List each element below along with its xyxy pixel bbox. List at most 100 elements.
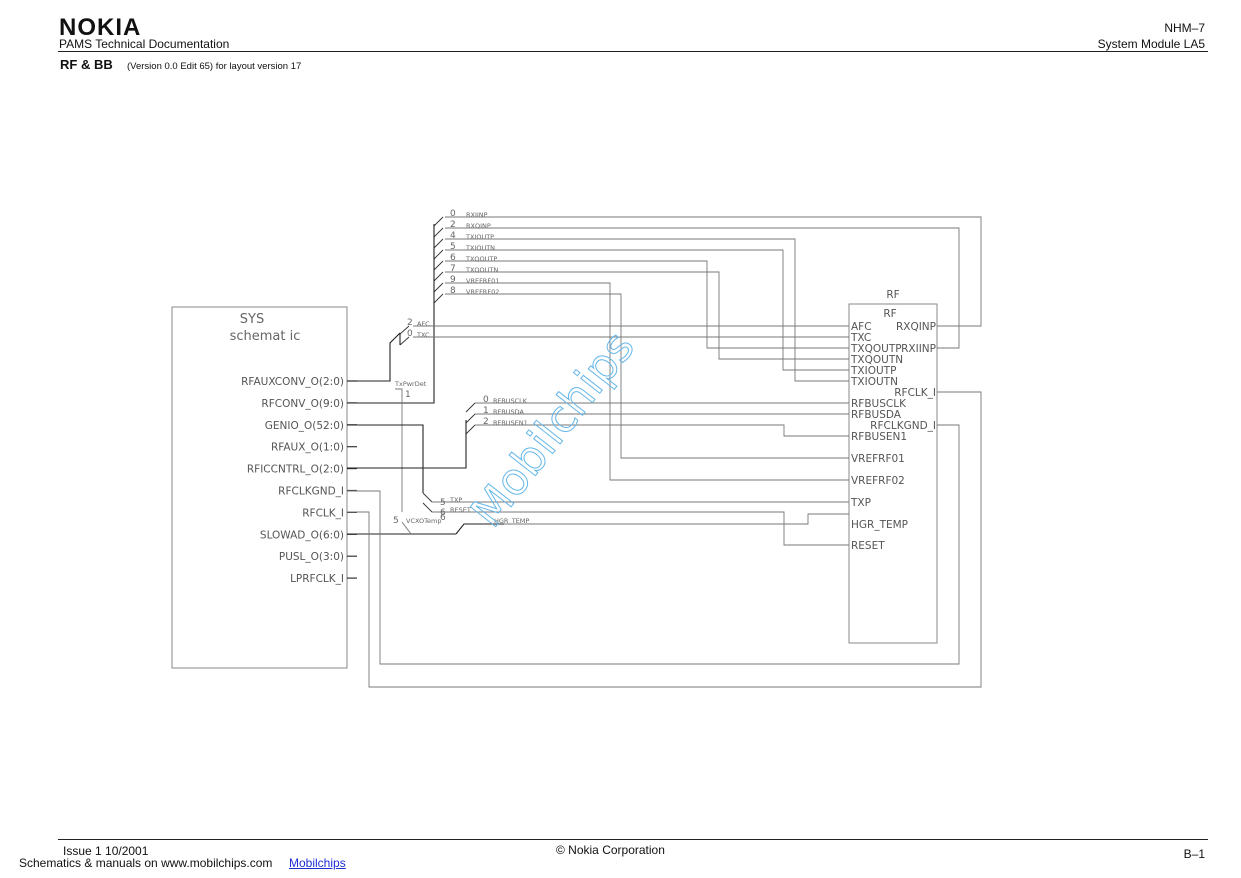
rficcntrl-bus <box>347 420 467 469</box>
sys-port-label: GENIO_O(52:0) <box>265 420 344 432</box>
sys-ports: RFAUXCONV_O(2:0) RFCONV_O(9:0) GENIO_O(52:… <box>241 376 357 585</box>
bus-signal: TXC <box>416 331 430 339</box>
bus-index: 2 <box>450 220 456 230</box>
rfconv-bus <box>347 224 435 404</box>
bus-signal: RFBUSCLK <box>493 397 528 405</box>
bus-signal: RFBUSEN1 <box>493 419 528 427</box>
bus-index: 7 <box>450 264 456 274</box>
bus-index: 1 <box>483 406 489 416</box>
model-number: NHM–7 <box>1164 21 1205 35</box>
txpwrdet-wire <box>395 388 403 512</box>
bus-signal: VREFRF01 <box>466 277 499 285</box>
rf-port-left: TXQOUTP <box>850 343 902 355</box>
bus-tap <box>433 282 444 293</box>
bus-tap <box>465 413 476 424</box>
bus-tap <box>433 260 444 271</box>
rf-port-left: VREFRF01 <box>851 453 905 465</box>
bus-index: 4 <box>450 231 456 241</box>
sys-port-label: RFAUX_O(1:0) <box>271 442 344 454</box>
sys-subtitle: schemat ic <box>230 329 301 344</box>
rf-inner-label: RF <box>883 308 896 320</box>
promo-link[interactable]: Mobilchips <box>289 856 346 870</box>
module-name: System Module LA5 <box>1097 37 1205 51</box>
bus-tap <box>433 293 444 304</box>
bus-index: 9 <box>450 275 456 285</box>
vcxo-label: VCXOTemp <box>406 517 441 525</box>
bus-index: 5 <box>440 498 446 508</box>
hgr-label: HGR_TEMP <box>494 517 529 525</box>
rf-port-right: RFCLK_I <box>894 387 936 399</box>
bus-index: 8 <box>450 286 456 296</box>
sys-title: SYS <box>240 312 264 327</box>
hgr-wire <box>504 513 849 525</box>
doc-subtitle: PAMS Technical Documentation <box>59 37 230 51</box>
rf-port-right: RXQINP <box>896 321 936 333</box>
issue-date: Issue 1 10/2001 <box>63 844 149 858</box>
bus-tap <box>433 271 444 282</box>
bus-index: 0 <box>483 395 489 405</box>
bus-index: 6 <box>450 253 456 263</box>
bus-index: 2 <box>407 318 413 328</box>
rf-port-left: TXIOUTN <box>850 376 898 388</box>
rf-port-left: TXP <box>850 497 871 509</box>
rfauxconv-bus <box>347 332 401 382</box>
rf-port-right: RFCLKGND_I <box>870 420 936 432</box>
bus-signal: AFC <box>417 320 430 328</box>
copyright: © Nokia Corporation <box>556 843 665 857</box>
sys-port-label: RFCLKGND_I <box>278 486 344 498</box>
vcxo-num: 5 <box>393 516 399 526</box>
reset-wire <box>432 511 849 546</box>
watermark: Mobilchips <box>461 322 644 537</box>
bus-tap <box>465 402 476 413</box>
promo-text: Schematics & manuals on www.mobilchips.c… <box>19 856 273 870</box>
bus-signal: TXIOUTP <box>465 233 494 241</box>
bus-index: 0 <box>450 209 456 219</box>
page-number: B–1 <box>1183 847 1205 861</box>
hgr-bus <box>455 523 504 535</box>
rfclk-wire <box>347 391 982 688</box>
vcxo-wire <box>401 521 412 535</box>
bus-tap <box>465 424 476 435</box>
bus-tap <box>422 492 433 503</box>
rfbusen1-wire <box>475 424 849 437</box>
sys-port-label: PUSL_O(3:0) <box>279 551 344 563</box>
rf-port-left: TXC <box>850 332 871 344</box>
bus-index: 6 <box>440 508 446 518</box>
rf-right-ports: RXQINP RXIINP RFCLK_I RFCLKGND_I <box>870 321 936 432</box>
bus-tap <box>433 238 444 249</box>
bus-tap <box>433 249 444 260</box>
rf-port-left: RESET <box>851 540 885 552</box>
rf-port-left: HGR_TEMP <box>851 519 908 531</box>
bus-signal: RFBUSDA <box>493 408 524 416</box>
sys-port-label: RFAUXCONV_O(2:0) <box>241 376 344 388</box>
rf-port-left: AFC <box>851 321 872 333</box>
top-bus-wires <box>445 216 982 481</box>
bus-signal: RXQINP <box>466 222 491 230</box>
sys-port-label: SLOWAD_O(6:0) <box>260 529 344 541</box>
sys-port-label: LPRFCLK_I <box>290 573 344 585</box>
bus-tap <box>422 502 433 513</box>
sys-port-label: RFCONV_O(9:0) <box>261 398 344 410</box>
rf-label: RF <box>886 289 899 301</box>
bus-index: 0 <box>407 329 413 339</box>
bus-index: 5 <box>450 242 456 252</box>
bus-signal: TXIOUTN <box>465 244 495 252</box>
rf-left-ports: AFCTXCTXQOUTPTXQOUTNTXIOUTPTXIOUTNRFBUSC… <box>850 321 908 552</box>
genio-bus <box>347 424 424 493</box>
section-title: RF & BB <box>60 57 113 72</box>
bus-signal: RESET <box>450 506 471 514</box>
rf-port-right: RXIINP <box>901 343 936 355</box>
bus-tap <box>433 227 444 238</box>
bus-signal: VREFRF02 <box>466 288 499 296</box>
bus-signal: RXIINP <box>466 211 488 219</box>
sys-port-label: RFCLK_I <box>302 507 344 519</box>
header-divider <box>58 51 1208 52</box>
rf-port-left: RFBUSCLK <box>851 398 907 410</box>
rf-port-left: RFBUSEN1 <box>851 431 907 443</box>
sys-port-label: RFICCNTRL_O(2:0) <box>247 464 344 476</box>
section-note: (Version 0.0 Edit 65) for layout version… <box>127 61 302 72</box>
